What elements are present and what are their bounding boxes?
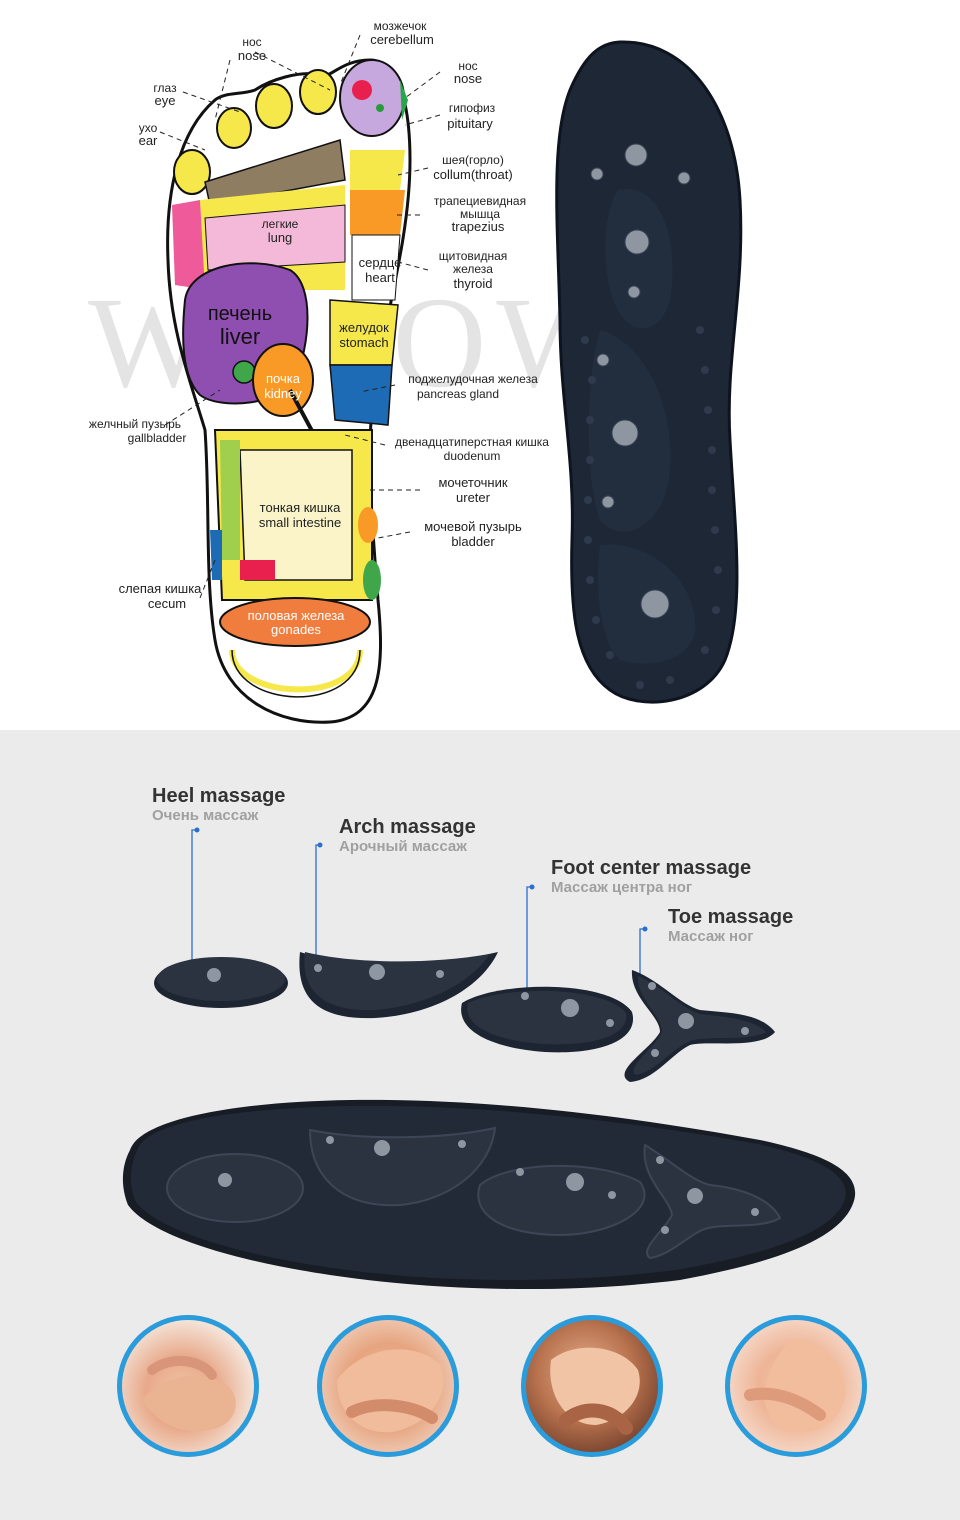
foot-reflexology-panel: WAPOW	[0, 0, 960, 730]
label-lung-en: lung	[268, 230, 293, 245]
label-cerebellum-en: cerebellum	[370, 32, 434, 47]
label-duodenum-en: duodenum	[444, 449, 501, 463]
label-trapezius-en: trapezius	[452, 219, 505, 234]
toe-massage-photo	[725, 1315, 867, 1457]
label-throat-en: collum(throat)	[433, 167, 512, 182]
label-nose2-en: nose	[454, 71, 482, 86]
full-insole	[122, 1099, 856, 1290]
label-nose1-en: nose	[238, 48, 266, 63]
toe-2	[299, 69, 337, 115]
heel-callout-title: Heel massage	[152, 785, 286, 807]
gonades-zone	[219, 597, 371, 647]
label-pituitary-en: pituitary	[447, 116, 493, 131]
center-callout-title: Foot center massage	[551, 857, 752, 879]
arch-massage-photo	[317, 1315, 459, 1457]
label-throat-ru: шея(горло)	[442, 153, 504, 167]
label-cecum-en: cecum	[148, 596, 186, 611]
arch-leader	[315, 844, 320, 960]
label-stomach-ru: желудок	[339, 320, 389, 335]
arch-massage-piece	[299, 952, 498, 1019]
label-pancreas-en: pancreas gland	[417, 387, 499, 401]
label-thyroid-ru: щитовидная	[439, 249, 508, 263]
center-leader	[526, 886, 532, 990]
toe-callout: Toe massage Массаж ног	[668, 906, 793, 946]
label-kidney-ru: почка	[266, 371, 301, 386]
label-cerebellum-ru: мозжечок	[374, 19, 428, 33]
arch-callout: Arch massage Арочный массаж	[339, 816, 476, 856]
foot-reflexology-diagram: нос nose мозжечок cerebellum нос nose гл…	[89, 19, 743, 724]
heel-callout-subtitle: Очень массаж	[152, 807, 259, 824]
label-liver-ru: печень	[208, 303, 272, 325]
foot-center-massage-piece	[461, 986, 634, 1053]
label-cecum-ru: слепая кишка	[119, 581, 203, 596]
label-ear-ru: ухо	[139, 121, 158, 135]
heel-massage-piece	[154, 957, 288, 1008]
toe-3	[255, 83, 293, 129]
label-nose2-ru: нос	[458, 59, 477, 73]
label-gallbladder-ru: желчный пузырь	[89, 417, 181, 431]
label-small-intestine-en: small intestine	[259, 515, 341, 530]
center-callout: Foot center massage Массаж центра ног	[551, 857, 751, 897]
toe-4	[216, 107, 252, 149]
label-bladder-en: bladder	[451, 534, 495, 549]
label-pancreas-ru: поджелудочная железа	[408, 372, 538, 386]
label-gonades-en: gonades	[271, 622, 321, 637]
label-gallbladder-en: gallbladder	[128, 431, 187, 445]
magnetic-insole-image	[555, 40, 743, 704]
big-toe	[339, 59, 405, 137]
center-massage-photo	[521, 1315, 663, 1457]
massage-zones-panel: Heel massage Очень массаж Arch massage А…	[0, 730, 960, 1520]
label-stomach-en: stomach	[339, 335, 388, 350]
heel-leader	[191, 829, 197, 962]
insole-parts-illustration	[122, 827, 856, 1290]
label-thyroid-ru2: железа	[453, 262, 493, 276]
center-callout-subtitle: Массаж центра ног	[551, 879, 693, 896]
label-pituitary-ru: гипофиз	[449, 101, 496, 115]
kidney-zone	[252, 343, 314, 417]
label-heart-en: heart	[365, 270, 395, 285]
label-lung-ru: легкие	[262, 217, 299, 231]
toe-massage-piece	[624, 970, 775, 1082]
heel-massage-photo	[117, 1315, 259, 1457]
label-ureter-ru: мочеточник	[438, 475, 507, 490]
label-duodenum-ru: двенадцатиперстная кишка	[395, 435, 549, 449]
label-bladder-ru: мочевой пузырь	[424, 519, 522, 534]
label-trapezius-ru: трапециевидная	[434, 194, 526, 208]
toe-leader	[639, 928, 645, 980]
heel-callout: Heel massage Очень массаж	[152, 785, 285, 825]
label-small-intestine-ru: тонкая кишка	[260, 500, 341, 515]
toe-callout-subtitle: Массаж ног	[668, 928, 754, 945]
label-eye-ru: глаз	[153, 81, 177, 95]
arch-callout-title: Arch massage	[339, 816, 476, 838]
toe-5	[173, 149, 211, 195]
label-kidney-en: kidney	[264, 386, 302, 401]
label-nose1-ru: нос	[242, 35, 261, 49]
label-ear-en: ear	[139, 133, 158, 148]
toe-callout-title: Toe massage	[668, 906, 794, 928]
arch-callout-subtitle: Арочный массаж	[339, 838, 467, 855]
label-heart-ru: сердце	[359, 255, 402, 270]
label-liver-en: liver	[220, 324, 260, 349]
label-gonades-ru: половая железа	[248, 608, 346, 623]
label-trapezius-ru2: мышца	[460, 207, 500, 221]
label-thyroid-en: thyroid	[453, 276, 492, 291]
label-eye-en: eye	[155, 93, 176, 108]
label-ureter-en: ureter	[456, 490, 491, 505]
